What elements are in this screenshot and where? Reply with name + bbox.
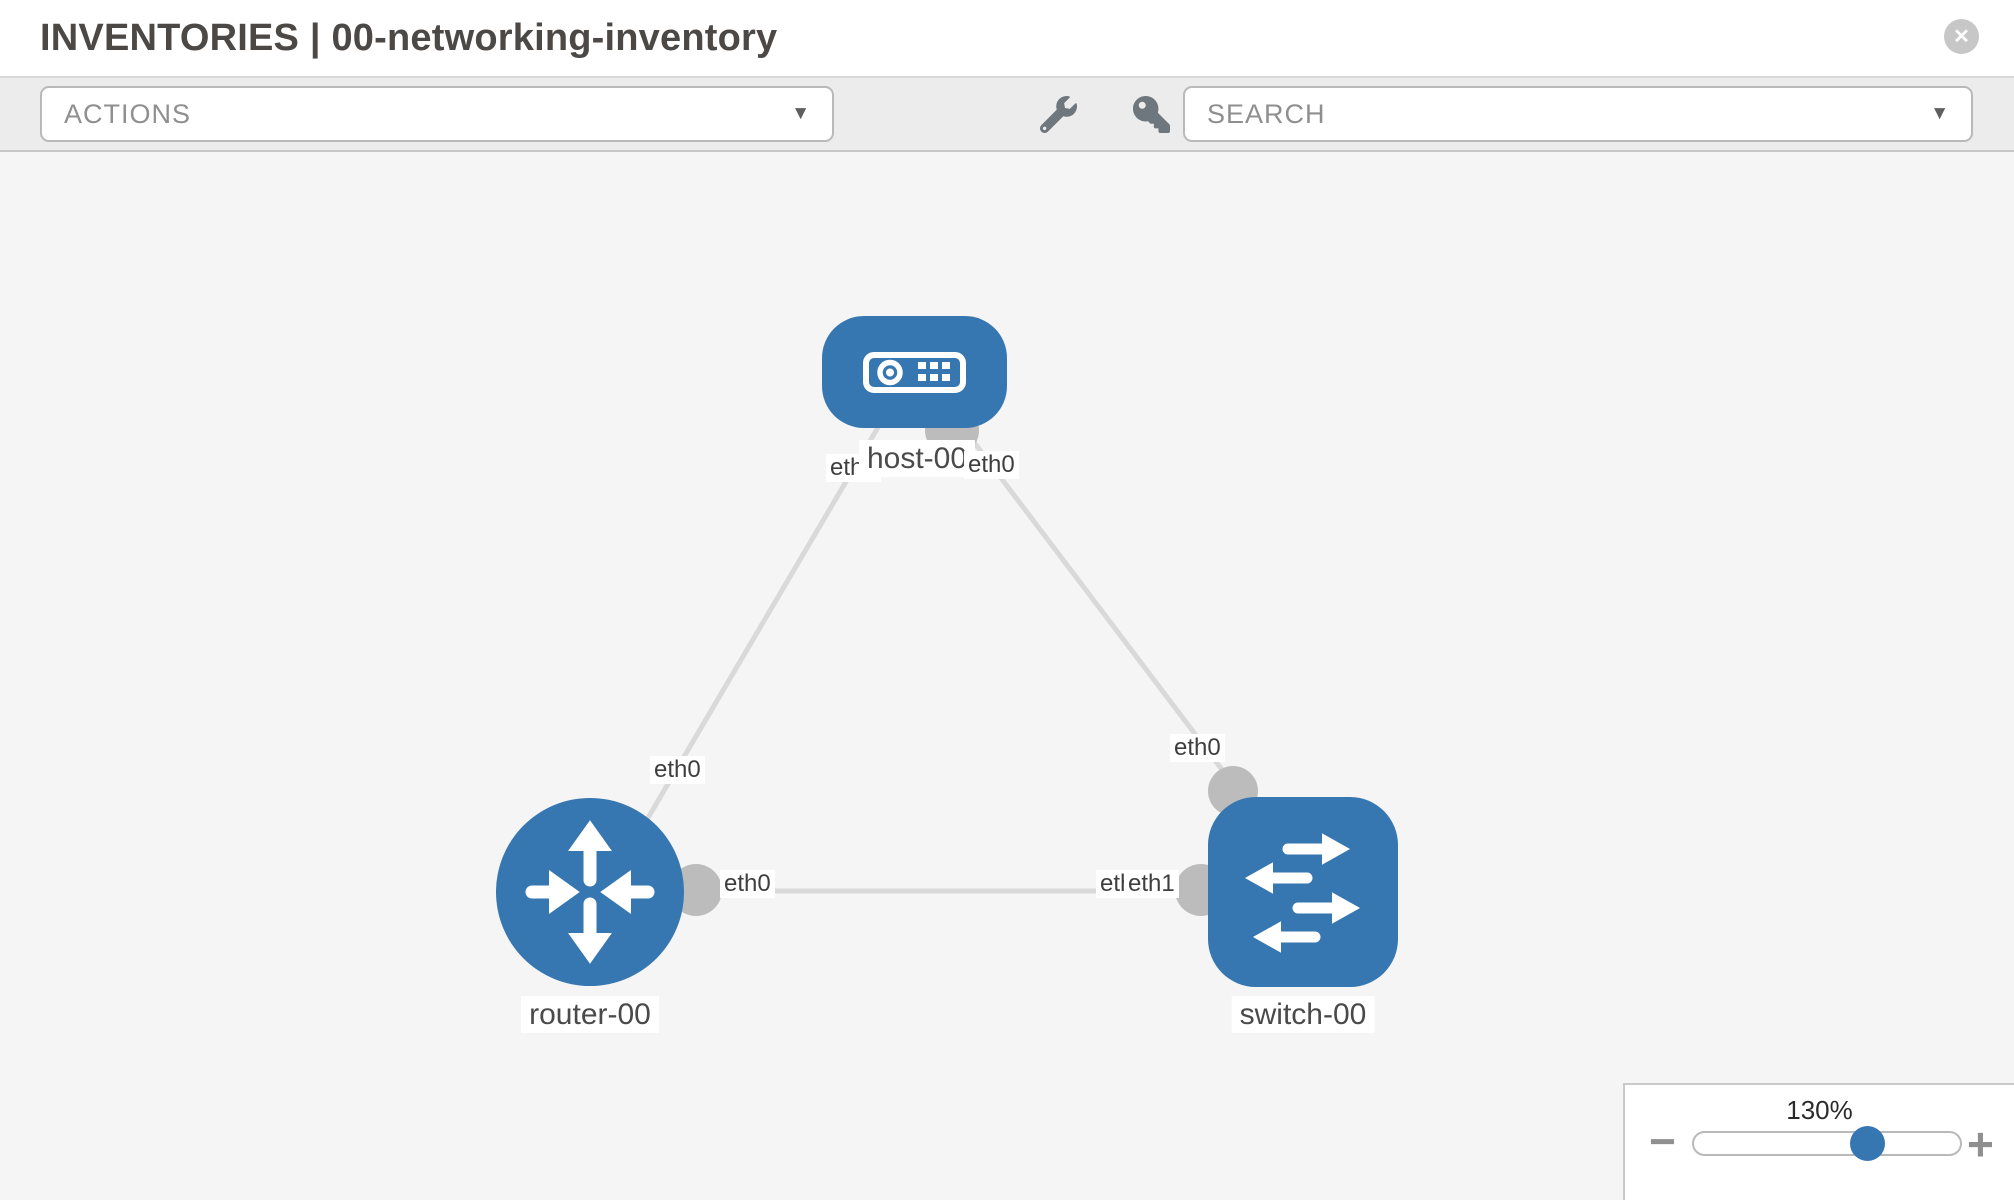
- host-icon: [863, 352, 966, 393]
- node-router-00[interactable]: [496, 798, 684, 986]
- zoom-out-button[interactable]: −: [1649, 1115, 1676, 1167]
- zoom-slider-track[interactable]: [1692, 1126, 1962, 1161]
- switch-icon: [1244, 833, 1361, 953]
- node-switch-00[interactable]: [1208, 797, 1398, 987]
- toolbar: ACTIONS ▼ SEARCH ▼: [0, 78, 2014, 152]
- search-dropdown-label: SEARCH: [1207, 98, 1326, 129]
- zoom-level-value: 130%: [1786, 1095, 1853, 1125]
- node-host-00[interactable]: [822, 316, 1007, 428]
- actions-dropdown[interactable]: ACTIONS ▼: [40, 86, 834, 142]
- key-button[interactable]: [1133, 95, 1170, 133]
- chevron-down-icon: ▼: [791, 103, 810, 124]
- zoom-slider-thumb[interactable]: [1850, 1126, 1885, 1161]
- key-icon: [1133, 95, 1170, 133]
- zoom-panel: 130% − +: [1623, 1083, 2014, 1200]
- window-header: INVENTORIES | 00-networking-inventory ✕: [0, 0, 2014, 78]
- toolbar-icon-group: [1040, 77, 1170, 151]
- search-dropdown[interactable]: SEARCH ▼: [1183, 86, 1973, 142]
- topology-canvas[interactable]: [0, 152, 2014, 1200]
- close-icon: ✕: [1953, 25, 1970, 48]
- router-icon: [525, 820, 655, 964]
- actions-dropdown-label: ACTIONS: [64, 98, 192, 129]
- page-title: INVENTORIES | 00-networking-inventory: [40, 16, 778, 59]
- close-button[interactable]: ✕: [1944, 19, 1979, 54]
- wrench-button[interactable]: [1040, 95, 1077, 133]
- zoom-in-button[interactable]: +: [1967, 1118, 1994, 1170]
- wrench-icon: [1040, 95, 1077, 133]
- chevron-down-icon: ▼: [1930, 103, 1949, 124]
